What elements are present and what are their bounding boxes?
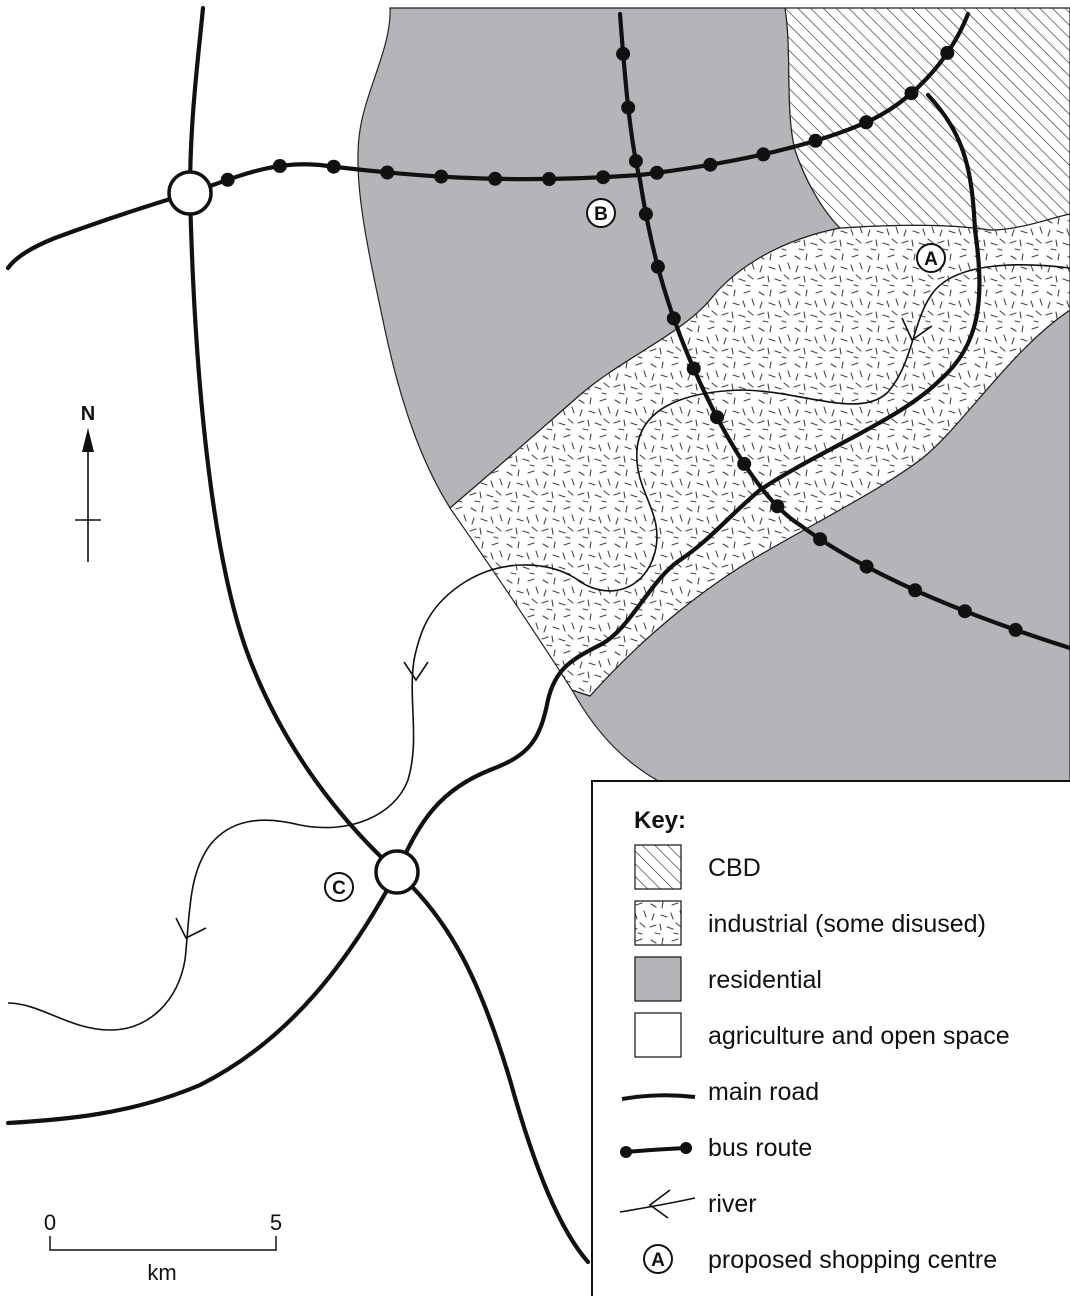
bus-stop <box>649 165 664 180</box>
bus-stop <box>666 311 681 326</box>
bus-stop <box>703 157 718 172</box>
key-item-residential: residential <box>634 956 822 1002</box>
bus-stop <box>710 410 724 425</box>
bus-routes <box>187 11 1070 651</box>
bus-stop <box>756 147 771 162</box>
bus-stop <box>813 532 828 547</box>
key-label: agriculture and open space <box>708 1022 1010 1050</box>
key-label: main road <box>708 1078 819 1106</box>
key-label: residential <box>708 966 822 994</box>
bus-stops <box>220 45 1023 637</box>
north-label: N <box>81 403 95 425</box>
bus-stop <box>1008 622 1023 637</box>
scale-unit: km <box>147 1260 176 1285</box>
key-item-shopping: A proposed shopping centre <box>643 1244 997 1274</box>
key-label: industrial (some disused) <box>708 910 986 938</box>
north-arrow: N <box>75 403 101 562</box>
bus-stop <box>488 171 503 186</box>
key-label: CBD <box>708 854 761 882</box>
key-label: bus route <box>708 1134 812 1162</box>
key-legend: Key: CBD industrial (some disused) resid… <box>591 780 1070 1296</box>
bus-stop <box>380 165 395 180</box>
bus-stop <box>616 46 631 61</box>
site-marker-a: A <box>916 243 946 273</box>
scale-end: 5 <box>270 1210 282 1235</box>
river-flow-arrows <box>175 317 933 940</box>
key-item-cbd: CBD <box>634 844 761 890</box>
cbd-zone <box>784 7 1070 231</box>
bus-stop <box>808 133 823 148</box>
bus-stop <box>542 172 557 186</box>
site-marker-c: C <box>324 872 354 902</box>
bus-stop <box>220 172 235 187</box>
bus-stop <box>686 361 701 376</box>
key-label: proposed shopping centre <box>708 1246 997 1274</box>
key-symbol-letter: A <box>651 1250 665 1271</box>
bus-stop <box>596 170 611 185</box>
bus-stop <box>859 115 874 130</box>
key-title: Key: <box>634 807 686 834</box>
site-letter: B <box>594 204 608 225</box>
bus-stop <box>628 154 643 169</box>
scale-start: 0 <box>44 1210 56 1235</box>
bus-stop <box>638 207 653 222</box>
key-label: river <box>708 1190 757 1218</box>
main-roads <box>5 5 982 1265</box>
river-network <box>7 264 1070 1031</box>
site-marker-b: B <box>586 198 616 228</box>
bus-stop <box>859 559 874 574</box>
bus-stop <box>904 86 919 101</box>
key-item-industrial: industrial (some disused) <box>634 900 986 946</box>
road-junction-south <box>374 849 420 895</box>
bus-stop <box>326 159 341 174</box>
road-junction-northwest <box>167 170 213 216</box>
bus-stop <box>650 259 665 274</box>
key-item-main-road: main road <box>621 1078 819 1106</box>
scale-bar: 0 5 km <box>44 1210 282 1285</box>
bus-stop <box>434 169 449 184</box>
bus-stop <box>737 456 752 471</box>
bus-stop <box>908 583 923 598</box>
bus-stop <box>940 45 955 60</box>
bus-stop <box>272 159 287 173</box>
bus-stop <box>770 499 785 514</box>
key-item-river: river <box>619 1189 757 1219</box>
site-letter: C <box>332 878 346 899</box>
bus-stop <box>621 100 636 115</box>
key-item-agriculture: agriculture and open space <box>634 1012 1010 1058</box>
site-letter: A <box>924 249 938 270</box>
key-item-bus-route: bus route <box>620 1134 812 1162</box>
bus-stop <box>957 604 972 619</box>
